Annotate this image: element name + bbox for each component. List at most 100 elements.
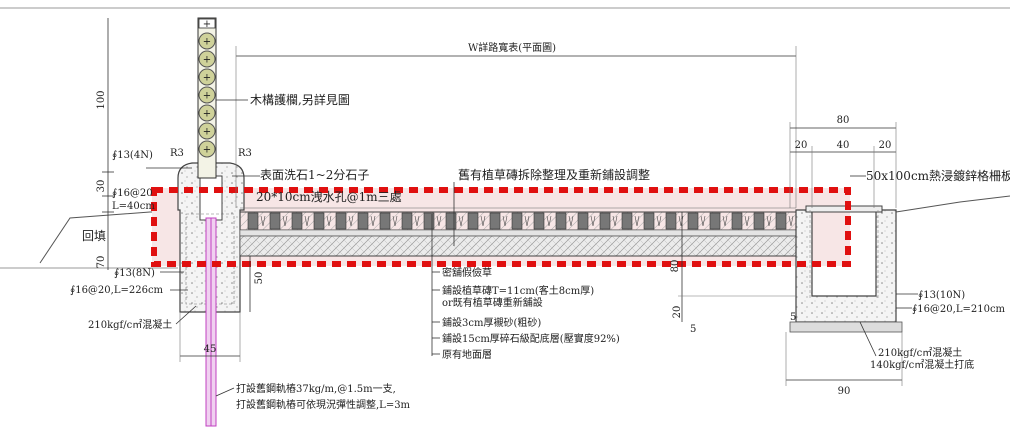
grass-brick — [445, 212, 457, 230]
bottom-width-dim-90: 90 — [785, 332, 903, 397]
grass-brick-adjust-label: 舊有植草磚拆除整理及重新鋪設調整 — [458, 167, 650, 182]
grass-tuft — [458, 215, 464, 227]
grass-tuft — [590, 215, 596, 227]
grass-brick — [489, 212, 501, 230]
grass-tuft — [348, 215, 354, 227]
washed-stone-label: 表面洗石1~2分石子 — [260, 168, 369, 182]
dim-5-a: 5 — [690, 324, 696, 335]
grass-tuft — [260, 215, 266, 227]
grass-brick — [621, 212, 633, 230]
post-ball — [198, 86, 216, 104]
layer-legend: 密舖假儉草 鋪設植草磚T=11cm(客土8cm厚) or既有植草磚重新舖設 鋪設… — [431, 214, 620, 361]
grass-brick-blocks — [247, 212, 794, 230]
dim-80-top: 80 — [837, 115, 850, 126]
layer-4: 鋪設15cm厚碎石級配底層(壓實度92%) — [442, 332, 620, 345]
rebar-13-8n: ∮13(8N) — [114, 268, 155, 279]
highlight-box — [151, 187, 851, 267]
rebar-16-20-l210: ∮16@20,L=210cm — [912, 304, 1006, 315]
plus-cross-icon: + — [203, 19, 211, 30]
grass-tuft — [722, 215, 728, 227]
plus-cross-icon: + — [203, 37, 211, 48]
gravel-base-layer — [239, 235, 797, 257]
rebar-13-4n: ∮13(4N) — [112, 150, 153, 161]
dim-20-a: 20 — [795, 140, 808, 151]
dim-30: 30 — [96, 180, 107, 193]
post-ball — [198, 140, 216, 158]
grass-brick — [577, 212, 589, 230]
dim-70: 70 — [96, 256, 107, 269]
grating-plate — [805, 205, 883, 213]
concrete-right-leader — [859, 321, 877, 357]
grass-tuft — [392, 215, 398, 227]
layer-2: or既有植草磚重新舖設 — [442, 296, 543, 309]
grass-tuft — [612, 215, 618, 227]
plus-cross-icon: + — [203, 109, 211, 120]
grass-brick — [313, 212, 325, 230]
grass-tuft — [282, 215, 288, 227]
width-dimension: W詳路寬表(平面圖) — [235, 41, 797, 208]
grass-brick — [555, 212, 567, 230]
grass-brick — [775, 212, 787, 230]
dim-45: 45 — [204, 344, 217, 355]
dim-80-vert: 80 — [670, 260, 681, 273]
dim-90: 90 — [838, 386, 851, 397]
grass-tuft — [480, 215, 486, 227]
grass-tuft — [524, 215, 530, 227]
left-vertical-dims: 100 30 70 — [96, 18, 114, 270]
grass-tuft — [634, 215, 640, 227]
sand-bedding-layer — [239, 229, 797, 237]
layer-3: 鋪設3cm厚襯砂(粗砂) — [442, 316, 541, 329]
rail-pile-line2: 打設舊鋼軌樁可依現況彈性調整,L=3m — [236, 398, 411, 411]
rebar-l40: L=40cm — [112, 201, 155, 212]
rebar-16-20-l226: ∮16@20,L=226cm — [70, 285, 164, 296]
layer-1: 鋪設植草磚T=11cm(客土8cm厚) — [442, 284, 594, 297]
right-vertical-dims: 80 20 5 5 — [670, 212, 796, 335]
post-ball — [198, 104, 216, 122]
dim-50: 50 — [254, 272, 265, 285]
post-cap — [198, 18, 216, 29]
plus-cross-icon: + — [203, 73, 211, 84]
backfill-label: 回填 — [82, 229, 106, 243]
plus-cross-icon: + — [203, 145, 211, 156]
grass-tuft — [744, 215, 750, 227]
grass-brick — [335, 212, 347, 230]
grass-brick — [247, 212, 259, 230]
layer-5: 原有地面層 — [442, 348, 492, 361]
grass-tuft — [656, 215, 662, 227]
width-dim-label: W詳路寬表(平面圖) — [468, 41, 556, 54]
rail-pile-line1: 打設舊鋼軌樁37kg/m,@1.5m一支, — [236, 382, 396, 395]
rebar-16-20: ∮16@20 — [112, 188, 153, 199]
dim-50-vertical: 50 — [249, 256, 265, 312]
ground-line-right — [895, 195, 1010, 213]
dim-5-b: 5 — [790, 312, 796, 323]
dim-20-h: 20 — [672, 306, 683, 319]
post-ball — [198, 68, 216, 86]
grass-brick — [511, 212, 523, 230]
grass-brick — [599, 212, 611, 230]
radius-right: R3 — [238, 148, 252, 159]
concrete-140: 140kgf/c㎡混凝土打底 — [870, 358, 974, 371]
concrete-left-leader — [175, 305, 197, 325]
grass-brick — [731, 212, 743, 230]
drain-holes-label: 20*10cm洩水孔@1m三處 — [256, 190, 402, 204]
grass-tuft — [370, 215, 376, 227]
grass-brick — [533, 212, 545, 230]
grass-brick — [423, 212, 435, 230]
post-ball — [198, 122, 216, 140]
right-top-dims: 80 20 40 20 — [789, 115, 897, 208]
post-ball — [198, 32, 216, 50]
grass-brick — [269, 212, 281, 230]
grass-brick — [357, 212, 369, 230]
concrete-210-right: 210kgf/c㎡混凝土 — [878, 346, 962, 359]
grass-brick — [643, 212, 655, 230]
grass-brick — [401, 212, 413, 230]
plus-cross-icon: + — [203, 55, 211, 66]
grass-brick — [665, 212, 677, 230]
grass-tuft — [326, 215, 332, 227]
dim-20-b: 20 — [879, 140, 892, 151]
concrete-210-left: 210kgf/c㎡混凝土 — [88, 318, 172, 331]
dim-40: 40 — [837, 140, 850, 151]
post-ball-stack: + +++++++ — [198, 18, 216, 158]
post-ball — [198, 50, 216, 68]
